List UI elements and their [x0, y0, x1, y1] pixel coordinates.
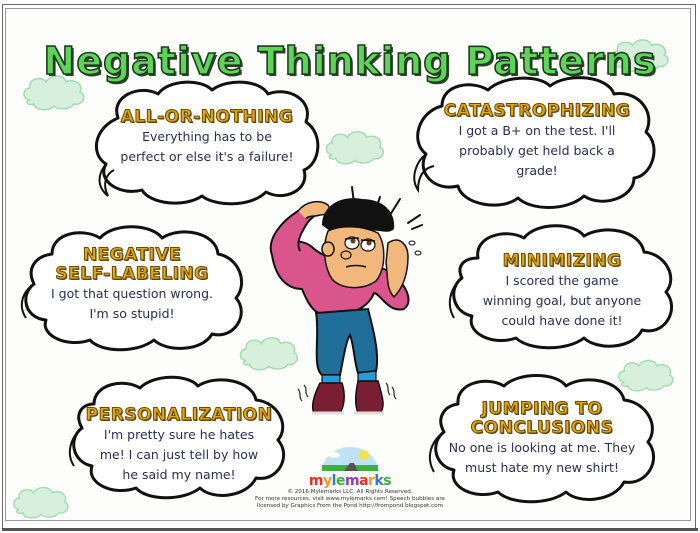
- bubble-text: perfect or else it's a failure!: [120, 149, 294, 164]
- thought-bubble-jumping-to-conclusions: JUMPING TO CONCLUSIONS No one is looking…: [424, 372, 660, 506]
- license-line: licensed by Graphics From the Pond http:…: [257, 503, 443, 509]
- footer: mylemarks © 2016 Mylemarks LLC. All Righ…: [245, 447, 455, 510]
- bubble-text: Everything has to be: [142, 129, 272, 144]
- logo-letter: a: [359, 473, 369, 489]
- decorative-cloud-icon: [618, 359, 674, 392]
- bubble-text: winning goal, but anyone: [482, 293, 642, 308]
- logo-letter: l: [331, 473, 337, 489]
- bubble-heading: CATASTROPHIZING: [443, 101, 631, 121]
- decorative-cloud-icon: [325, 131, 385, 165]
- thought-bubble-all-or-nothing: ALL-OR-NOTHING Everything has to be perf…: [88, 78, 326, 208]
- bubble-heading: ALL-OR-NOTHING: [120, 107, 294, 127]
- bubble-heading: NEGATIVE: [82, 245, 182, 265]
- bubble-heading: PERSONALIZATION: [85, 405, 273, 425]
- bubble-text: could have done it!: [501, 313, 623, 328]
- bubble-text: No one is looking at me. They: [448, 440, 636, 455]
- bubble-text: grade!: [516, 163, 558, 178]
- bubble-heading: SELF-LABELING: [55, 264, 209, 284]
- thought-bubble-minimizing: MINIMIZING I scored the game winning goa…: [444, 222, 680, 352]
- worried-boy-illustration: [269, 186, 423, 415]
- thought-bubble-outline: [413, 76, 656, 209]
- bubble-text: I'm pretty sure he hates: [103, 427, 255, 442]
- thought-bubble-outline: [428, 374, 655, 504]
- logo-letter: e: [335, 473, 346, 489]
- logo-letter: y: [323, 473, 332, 489]
- decorative-cloud-icon: [611, 39, 669, 73]
- bubble-text: I'm so stupid!: [89, 306, 175, 321]
- logo-letter: s: [383, 473, 392, 489]
- logo-letter: m: [344, 473, 360, 489]
- bottom-border-rule: [2, 528, 698, 531]
- bubble-heading: CONCLUSIONS: [470, 418, 614, 438]
- bubble-text: probably get held back a: [459, 143, 615, 158]
- decorative-cloud-icon: [23, 75, 85, 111]
- thought-bubble-catastrophizing: CATASTROPHIZING I got a B+ on the test. …: [412, 72, 662, 212]
- page-title: Negative Thinking Patterns: [43, 39, 657, 85]
- mylemarks-logo-text: mylemarks: [245, 473, 455, 489]
- logo-letter: r: [368, 473, 375, 489]
- thought-bubble-outline: [68, 375, 285, 500]
- bubble-text: I got that question wrong.: [50, 286, 214, 301]
- logo-letter: m: [308, 473, 324, 489]
- copyright-line: © 2016 Mylemarks LLC. All Rights Reserve…: [287, 489, 413, 495]
- bubble-heading: JUMPING TO: [481, 399, 603, 419]
- thought-bubble-outline: [95, 80, 320, 206]
- bubble-text: must hate my new shirt!: [465, 460, 619, 475]
- bubble-heading: MINIMIZING: [502, 251, 622, 271]
- bubble-text: I got a B+ on the test. I'll: [458, 123, 616, 138]
- thought-bubble-personalization: PERSONALIZATION I'm pretty sure he hates…: [66, 374, 292, 504]
- logo-letter: k: [374, 473, 384, 489]
- thought-bubble-negative-self-labeling: NEGATIVE SELF-LABELING I got that questi…: [12, 222, 252, 352]
- resources-line: For more resources, visit www.mylemarks.…: [255, 496, 445, 502]
- bubble-text: me! I can just tell by how: [99, 447, 259, 462]
- bubble-text: he said my name!: [122, 467, 236, 482]
- thought-bubble-outline: [20, 225, 244, 352]
- bubble-text: I scored the game: [505, 273, 619, 288]
- mylemarks-logo-icon: [322, 447, 378, 471]
- decorative-cloud-icon: [13, 486, 69, 519]
- decorative-cloud-icon: [239, 337, 299, 371]
- thought-bubble-outline: [448, 224, 673, 350]
